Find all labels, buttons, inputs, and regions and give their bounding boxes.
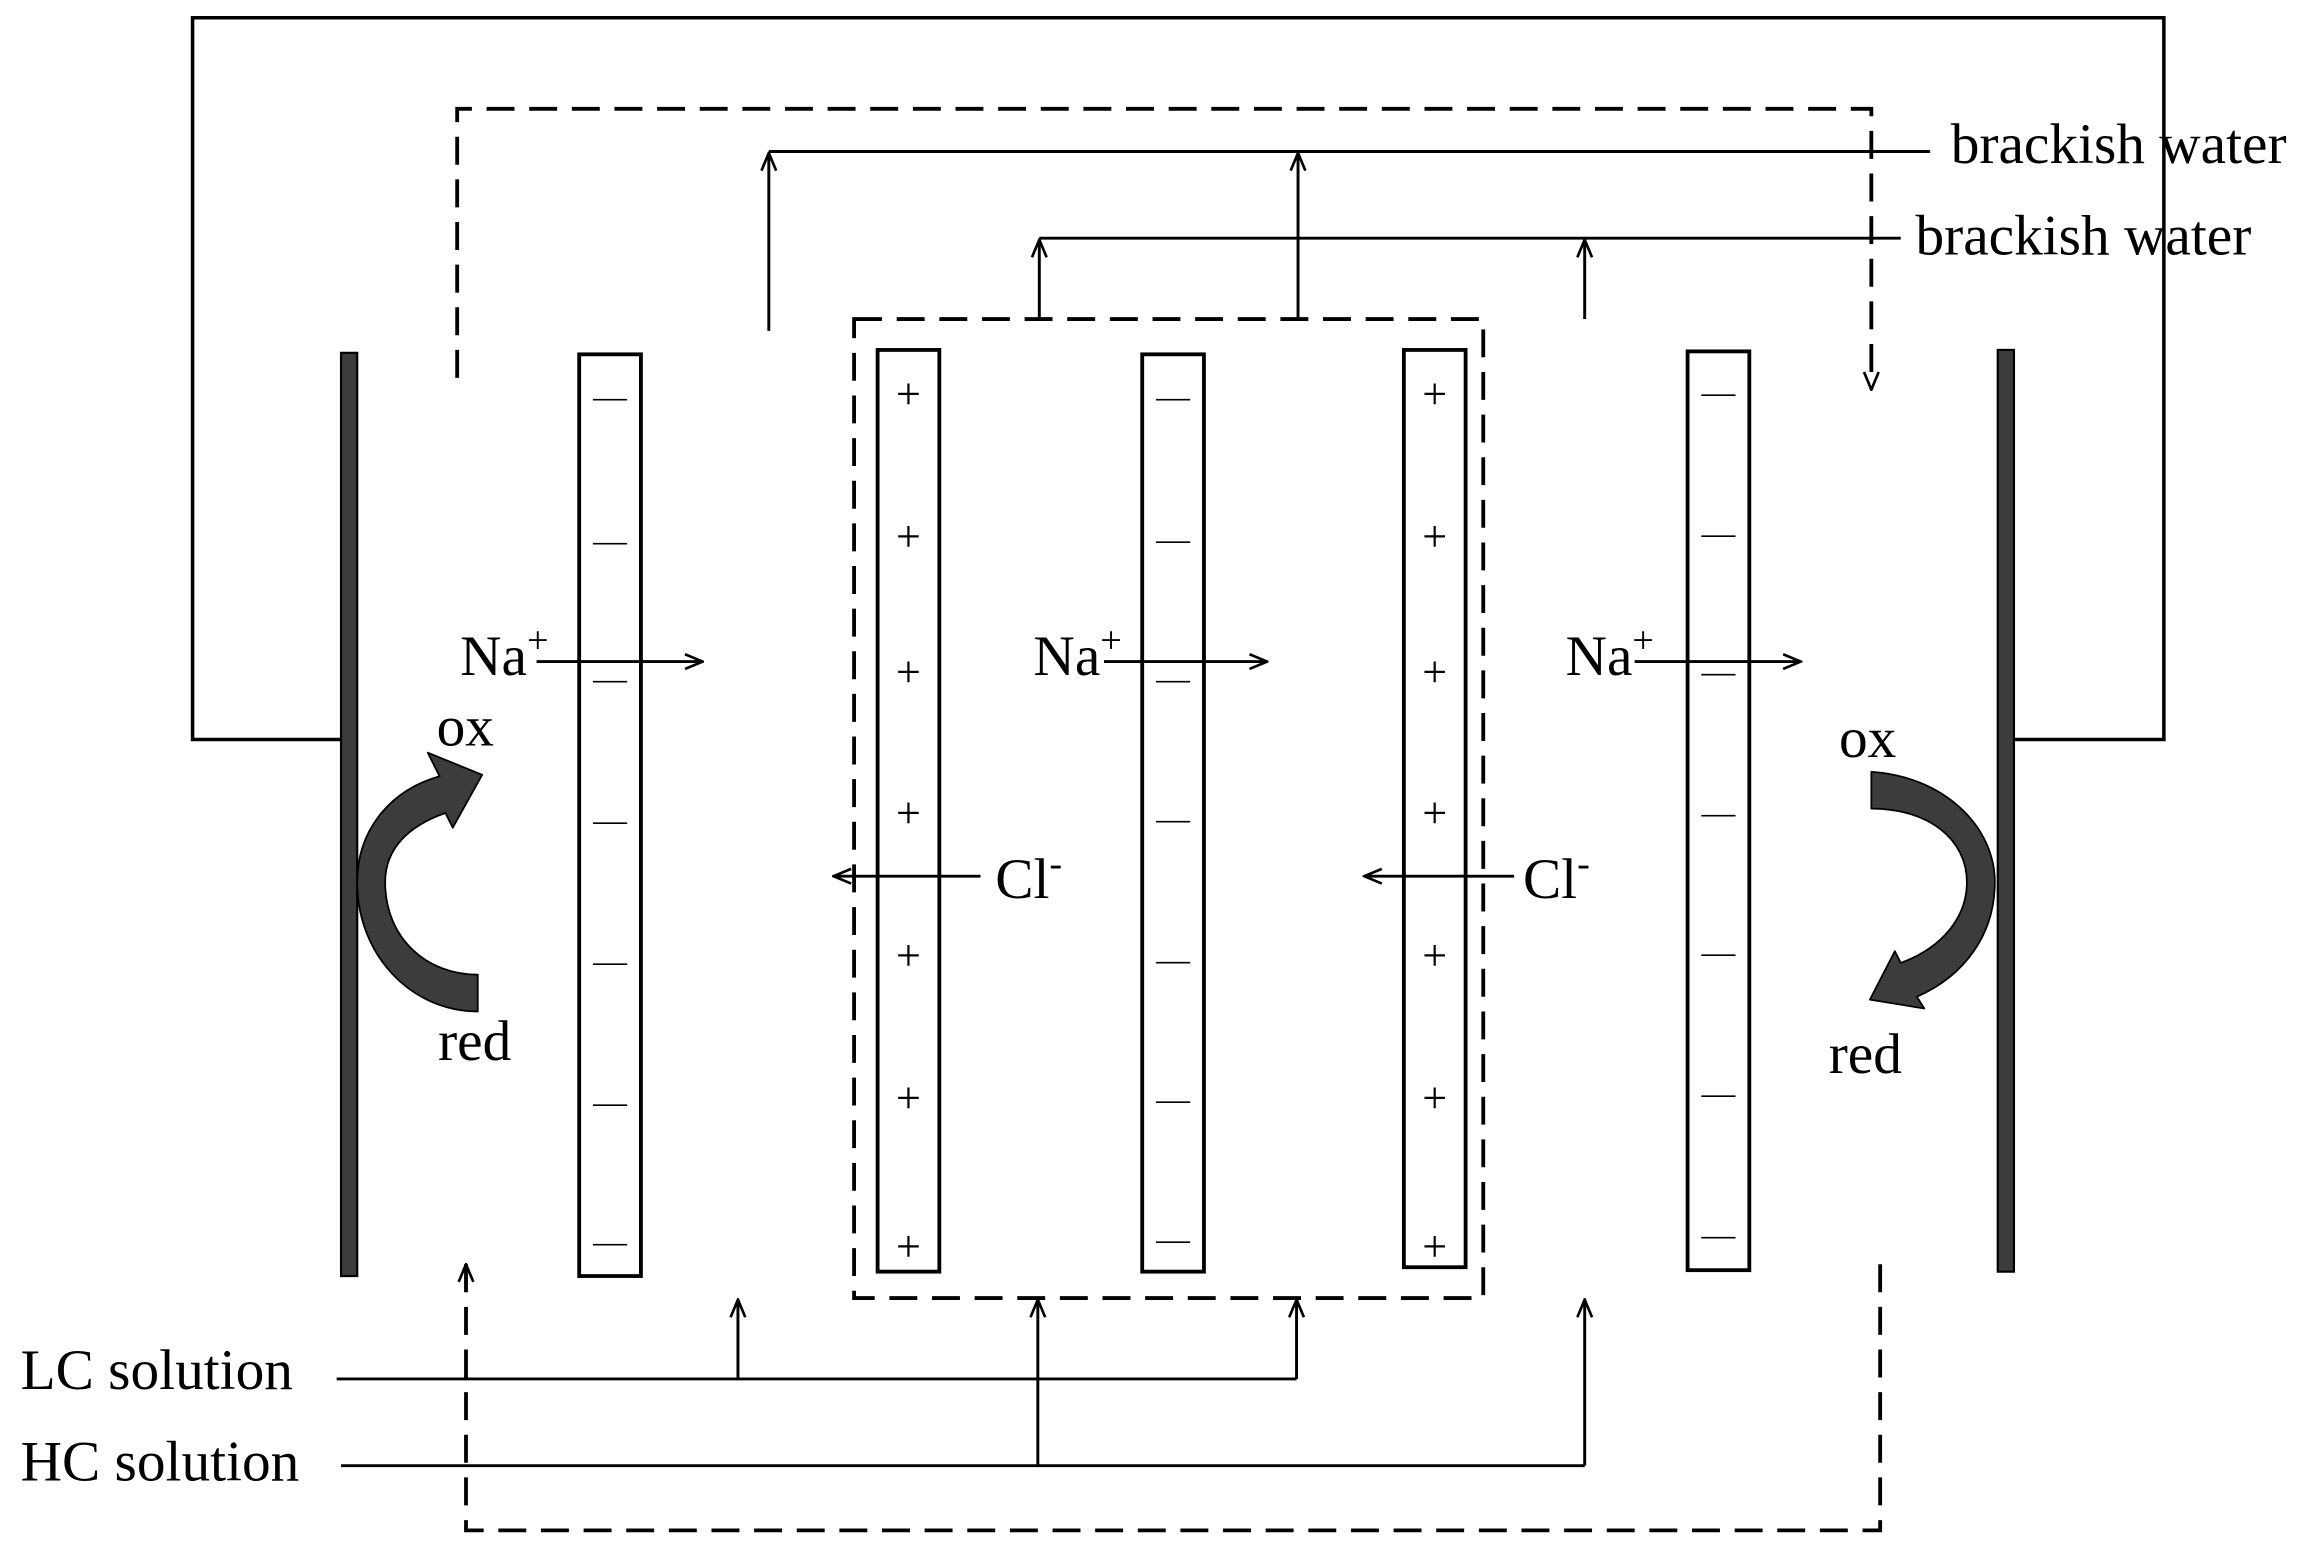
lc-solution-label: LC solution bbox=[21, 1339, 293, 1402]
ion-symbol: Na bbox=[460, 625, 527, 688]
positive-charge-sign: + bbox=[1422, 1074, 1447, 1123]
left-electrode bbox=[339, 351, 359, 1278]
ion-charge: - bbox=[1577, 843, 1590, 885]
negative-charge-sign: — bbox=[1155, 1221, 1191, 1258]
ion-symbol: Na bbox=[1033, 625, 1100, 688]
negative-charge-sign: — bbox=[1155, 521, 1191, 558]
ion-symbol: Cl bbox=[1523, 848, 1577, 911]
positive-charge-sign: + bbox=[1422, 512, 1447, 561]
left-ox-label: ox bbox=[437, 695, 494, 758]
positive-charge-sign: + bbox=[896, 512, 921, 561]
membrane-stack: — — — — — — — + + + + + + + — — — — — — — + + + + + + + — — — — — — — bbox=[577, 348, 1752, 1278]
positive-charge-sign: + bbox=[1422, 370, 1447, 419]
ion-symbol: Cl bbox=[995, 848, 1049, 911]
left-red-label: red bbox=[438, 1010, 511, 1073]
positive-charge-sign: + bbox=[1422, 647, 1447, 696]
lc-solution-line bbox=[336, 1300, 1297, 1381]
ion-charge: + bbox=[527, 620, 549, 662]
brackish-water-upper-line bbox=[769, 150, 1931, 331]
positive-charge-sign: + bbox=[896, 788, 921, 837]
brackish-water-lower-line bbox=[1039, 236, 1901, 320]
cation-label: Na+ bbox=[1033, 620, 1121, 688]
ion-charge: - bbox=[1049, 843, 1062, 885]
cation-label: Na+ bbox=[460, 620, 548, 688]
positive-charge-sign: + bbox=[1422, 1222, 1447, 1271]
positive-charge-sign: + bbox=[1422, 931, 1447, 980]
membrane-body bbox=[875, 348, 942, 1274]
cation-exchange-membrane-5: — — — — — — — bbox=[1685, 349, 1752, 1273]
negative-charge-sign: — bbox=[1155, 1081, 1191, 1118]
ion-charge: + bbox=[1100, 620, 1122, 662]
negative-charge-sign: — bbox=[1155, 941, 1191, 978]
positive-charge-sign: + bbox=[896, 370, 921, 419]
membrane-body bbox=[1685, 349, 1752, 1273]
negative-charge-sign: — bbox=[592, 802, 628, 839]
positive-charge-sign: + bbox=[896, 1222, 921, 1271]
brackish-water-lower-label: brackish water bbox=[1915, 204, 2251, 267]
negative-charge-sign: — bbox=[1155, 800, 1191, 837]
positive-charge-sign: + bbox=[896, 1074, 921, 1123]
right-ox-label: ox bbox=[1839, 707, 1896, 770]
hc-solution-line bbox=[341, 1300, 1585, 1468]
negative-charge-sign: — bbox=[592, 661, 628, 698]
cation-exchange-membrane-3: — — — — — — — bbox=[1140, 352, 1206, 1274]
lower-electrolyte-loop bbox=[466, 1264, 1883, 1533]
positive-charge-sign: + bbox=[896, 931, 921, 980]
right-red-label: red bbox=[1829, 1023, 1902, 1086]
anion-exchange-membrane-4: + + + + + + + bbox=[1401, 348, 1468, 1271]
repeating-unit-box bbox=[852, 317, 1486, 1301]
positive-charge-sign: + bbox=[1422, 788, 1447, 837]
hc-solution-label: HC solution bbox=[21, 1430, 300, 1493]
negative-charge-sign: — bbox=[1701, 1075, 1737, 1112]
negative-charge-sign: — bbox=[1701, 794, 1737, 831]
negative-charge-sign: — bbox=[592, 1084, 628, 1121]
upper-electrolyte-loop bbox=[455, 106, 1871, 390]
ion-charge: + bbox=[1632, 620, 1654, 662]
brackish-water-upper-label: brackish water bbox=[1951, 113, 2287, 176]
anion-label: Cl- bbox=[995, 843, 1062, 911]
negative-charge-sign: — bbox=[592, 1224, 628, 1261]
external-circuit-wire bbox=[190, 15, 2166, 742]
positive-charge-sign: + bbox=[896, 647, 921, 696]
left-redox-curved-arrow bbox=[356, 751, 484, 1013]
right-redox-curved-arrow bbox=[1868, 770, 1996, 1010]
ion-symbol: Na bbox=[1566, 625, 1633, 688]
cation-exchange-membrane-1: — — — — — — — bbox=[577, 352, 643, 1278]
negative-charge-sign: — bbox=[1701, 1216, 1737, 1253]
anion-label: Cl- bbox=[1523, 843, 1590, 911]
negative-charge-sign: — bbox=[1701, 653, 1737, 690]
cation-label: Na+ bbox=[1566, 620, 1654, 688]
anion-exchange-membrane-2: + + + + + + + bbox=[875, 348, 942, 1274]
negative-charge-sign: — bbox=[592, 378, 628, 415]
right-electrode bbox=[1996, 348, 2016, 1273]
membrane-body bbox=[577, 352, 643, 1278]
negative-charge-sign: — bbox=[1701, 934, 1737, 971]
negative-charge-sign: — bbox=[1155, 378, 1191, 415]
negative-charge-sign: — bbox=[1155, 661, 1191, 698]
negative-charge-sign: — bbox=[1701, 374, 1737, 411]
negative-charge-sign: — bbox=[1701, 515, 1737, 552]
negative-charge-sign: — bbox=[592, 523, 628, 560]
negative-charge-sign: — bbox=[592, 943, 628, 980]
membrane-body bbox=[1140, 352, 1206, 1274]
membrane-body bbox=[1401, 348, 1468, 1270]
